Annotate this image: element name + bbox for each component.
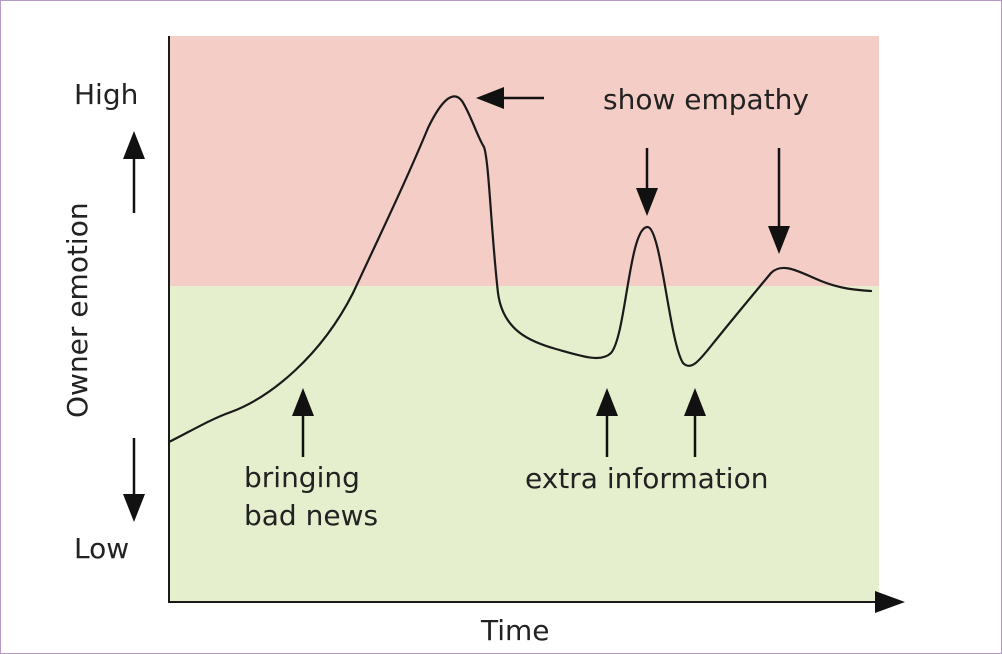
- bringing-bad-news-line-1: bringing: [244, 461, 360, 494]
- extra-info-arrow-right: [684, 388, 706, 457]
- low-emotion-zone: [169, 286, 879, 601]
- y-high-label: High: [74, 78, 139, 111]
- high-emotion-zone: [169, 36, 879, 286]
- bringing-bad-news-line-2: bad news: [244, 499, 379, 532]
- extra-info-arrow-left: [596, 388, 618, 457]
- empathy-arrow-middle: [636, 148, 658, 216]
- y-low-label: Low: [74, 532, 130, 565]
- y-low-arrow: [123, 438, 145, 522]
- peak-empathy-arrow: [476, 87, 544, 109]
- extra-information-label: extra information: [525, 462, 769, 495]
- bringing-bad-news-label: bringing bad news: [244, 459, 378, 535]
- x-axis-arrowhead: [875, 591, 905, 613]
- bad-news-arrow: [292, 388, 314, 457]
- x-axis-title: Time: [481, 614, 550, 647]
- show-empathy-label: show empathy: [603, 83, 809, 116]
- emotion-curve: [167, 95, 873, 444]
- y-high-arrow: [123, 131, 145, 213]
- empathy-arrow-right: [768, 148, 790, 254]
- y-axis-title: Owner emotion: [61, 202, 94, 418]
